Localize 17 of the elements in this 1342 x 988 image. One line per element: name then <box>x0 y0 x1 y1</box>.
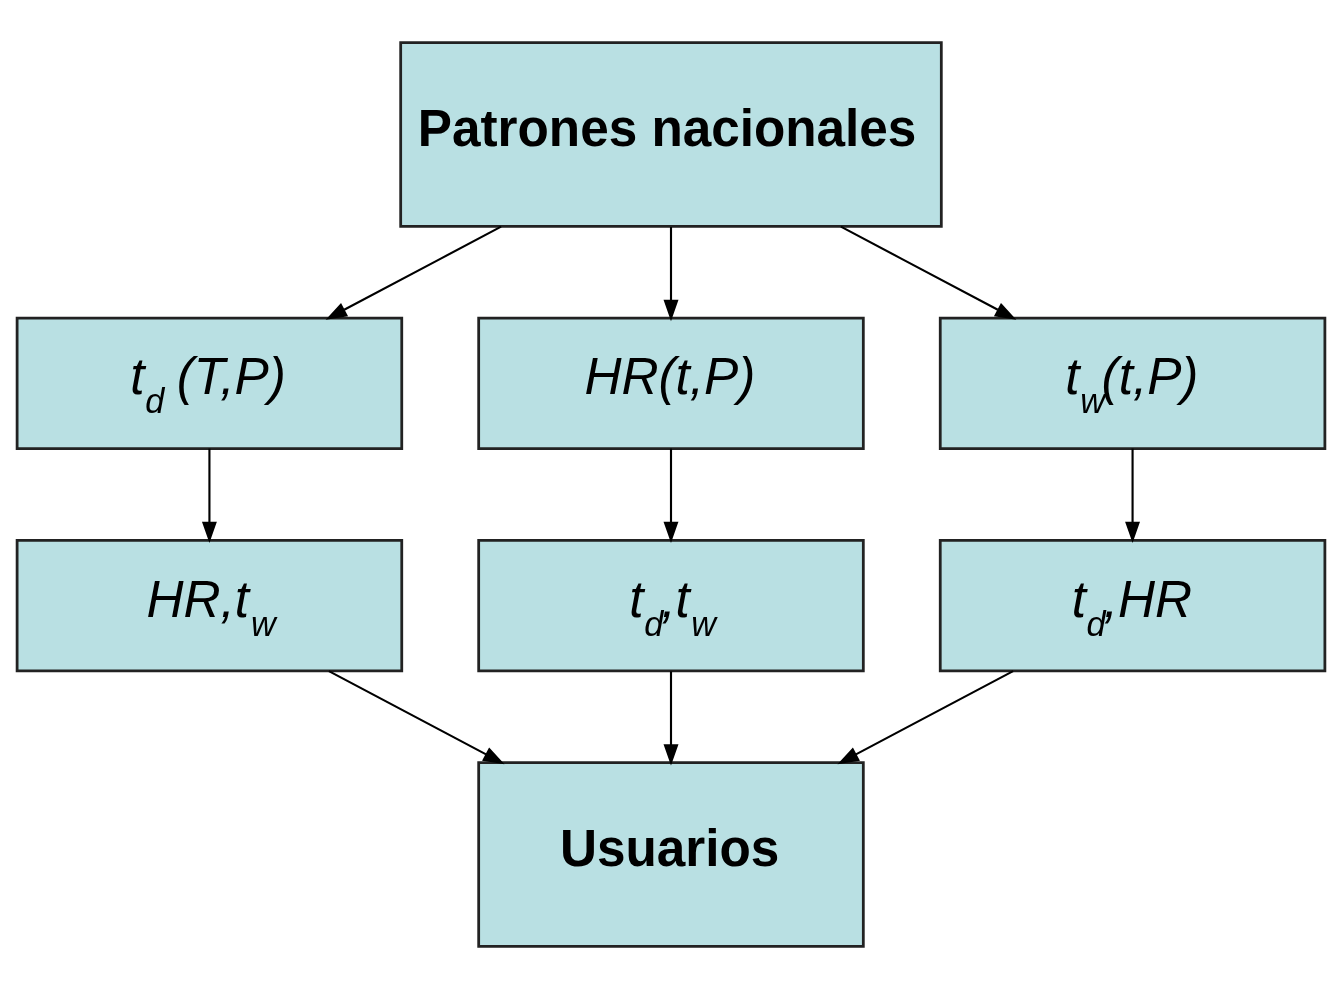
arrow <box>663 226 679 321</box>
arrow <box>663 670 679 766</box>
arrow <box>837 669 1014 764</box>
node-box: HR(t,P) <box>477 316 865 450</box>
node-box: t$_{d}$,HR <box>938 538 1327 672</box>
node-box: t$_{d}$ (T,P) <box>15 316 404 450</box>
arrow <box>840 225 1017 320</box>
node-box: Usuarios <box>477 760 865 948</box>
arrow <box>663 448 679 543</box>
node-box: t$_{d}$,t$_{w}$ <box>477 538 865 672</box>
arrow <box>328 669 505 764</box>
arrow <box>201 448 217 543</box>
node-box: t$_{w}$(t,P) <box>938 316 1327 450</box>
arrow <box>325 225 502 320</box>
node-box: HR,t$_{w}$ <box>15 538 404 672</box>
arrow <box>1125 448 1141 543</box>
node-box: Patrones nacionales <box>399 40 943 228</box>
